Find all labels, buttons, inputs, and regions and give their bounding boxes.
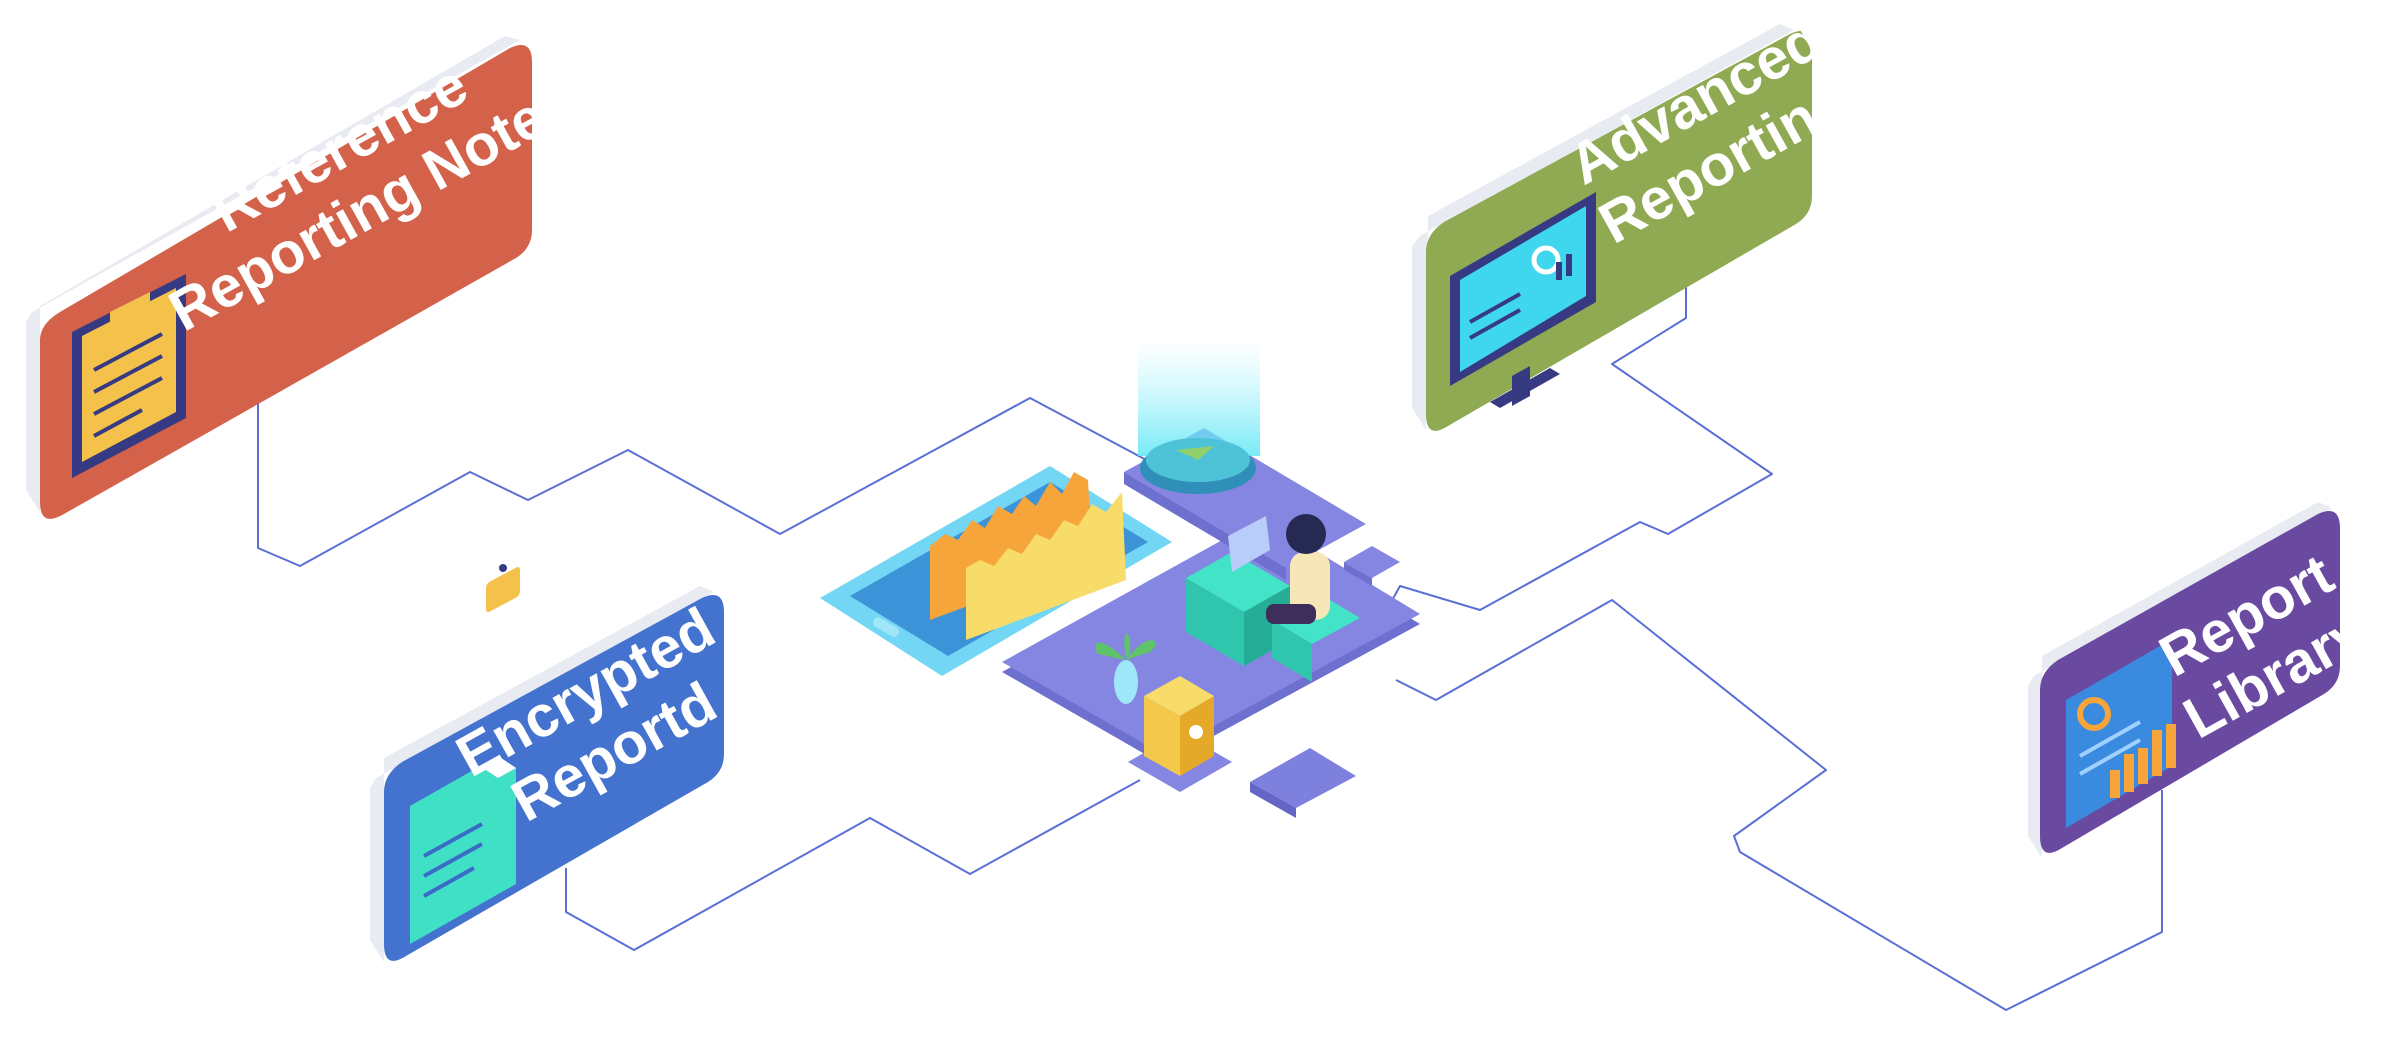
- card-reference-reporting-notes[interactable]: Reference Reporting Notes: [26, 11, 585, 519]
- plant-pot: [1114, 660, 1138, 704]
- server-front: [1144, 696, 1180, 776]
- connector-reference: [257, 397, 1151, 567]
- card-advanced-reporting[interactable]: Advanced Reporting: [1412, 0, 1864, 431]
- card-encrypted-reportd[interactable]: Encrypted Reportd: [370, 564, 757, 962]
- shield-icon: [1189, 725, 1203, 739]
- plant-leaves: [1095, 633, 1156, 660]
- pie-wedge: [1176, 446, 1214, 460]
- report-chart-icon: [2066, 646, 2176, 828]
- server-top: [1144, 676, 1214, 716]
- chair-leg: [1272, 620, 1312, 682]
- connector-encrypted: [565, 779, 1141, 951]
- clipboard-icon: [72, 274, 186, 478]
- small-tile-side: [1344, 562, 1372, 586]
- connector-library: [1395, 599, 2163, 1011]
- chart-yellow-area: [966, 492, 1126, 640]
- central-illustration: [820, 340, 1420, 818]
- floating-tile: [1250, 748, 1356, 808]
- locked-document-icon: [410, 564, 520, 944]
- card-report-library[interactable]: Report Library: [2028, 502, 2377, 858]
- connector-lines: [257, 280, 2163, 1011]
- person-head: [1286, 514, 1326, 554]
- laptop: [1228, 516, 1270, 572]
- desk-top: [1186, 552, 1290, 612]
- monitor-dashboard-icon: [1450, 192, 1596, 408]
- person-body: [1290, 552, 1330, 620]
- connector-advanced: [1389, 280, 1773, 611]
- floating-tile-side: [1250, 782, 1296, 818]
- padlock-icon: [486, 567, 520, 612]
- light-beam: [1138, 340, 1260, 456]
- person-legs: [1266, 604, 1316, 624]
- desk-front: [1186, 578, 1244, 666]
